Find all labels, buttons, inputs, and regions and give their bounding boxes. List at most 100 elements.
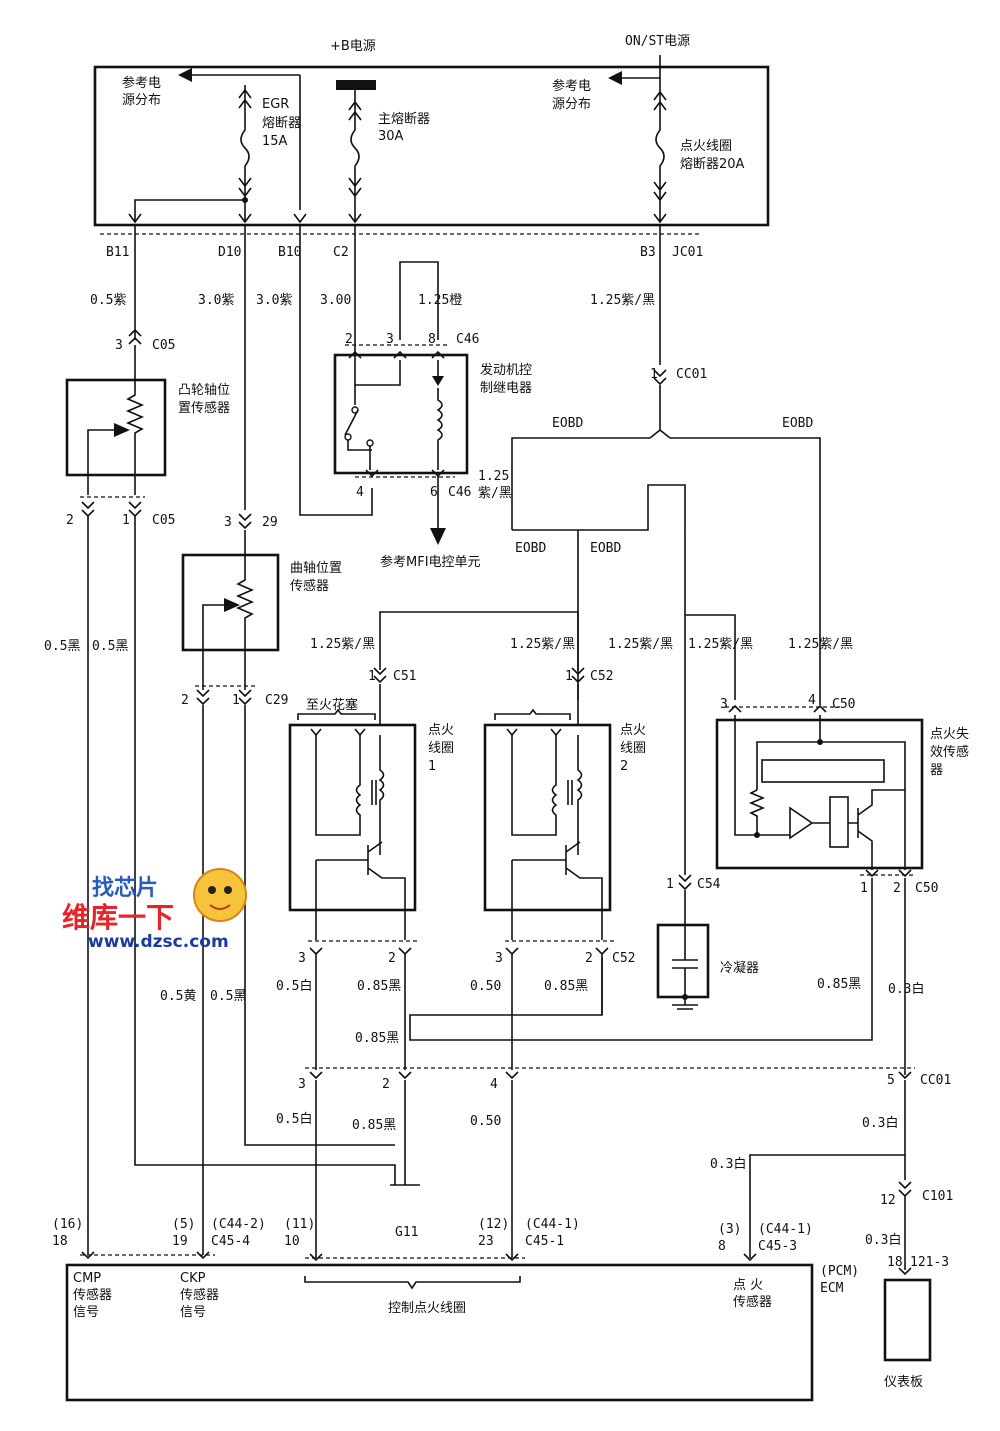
ecm-8: 8 — [718, 1239, 726, 1254]
ref-left-arrowhead — [178, 68, 192, 82]
coil1-l2: 线圈 — [428, 741, 454, 756]
wire-125-pb-c46-1: 1.25 — [478, 469, 509, 484]
c52-bot: C52 — [612, 951, 635, 966]
b-power-label: +B电源 — [330, 39, 376, 54]
wire-125-pb-2: 1.25紫/黑 — [510, 637, 575, 652]
coil1-box — [288, 723, 417, 912]
ecm-name-l1: (PCM) — [820, 1264, 859, 1279]
misfire-l2: 效传感 — [930, 744, 969, 760]
wire-03-white-c: 0.3白 — [710, 1156, 746, 1172]
c51: C51 — [393, 669, 416, 684]
eobd-a: EOBD — [552, 416, 583, 431]
cc01-top: CC01 — [676, 367, 707, 382]
eobd-d: EOBD — [590, 541, 621, 556]
misfire-l3: 器 — [930, 763, 943, 778]
on-st-power-label: ON/ST电源 — [625, 34, 690, 49]
ecm-ign-l2: 传感器 — [733, 1294, 772, 1310]
c46-p3: 3 — [386, 332, 394, 347]
ecm-5: (5) — [172, 1217, 195, 1232]
main-fuse-l1: 主熔断器 — [378, 112, 430, 127]
ecm-control: 控制点火线圈 — [388, 1301, 466, 1316]
egr-fuse — [240, 85, 250, 222]
coil2-l3: 2 — [620, 759, 628, 774]
ecm-ckp-l3: 信号 — [180, 1305, 206, 1320]
ref-power-left-2: 源分布 — [122, 93, 161, 108]
panel-conn: 121-3 — [910, 1255, 949, 1270]
wire-05-black-b: 0.5黑 — [92, 639, 128, 654]
ecm-ign-l1: 点 火 — [733, 1278, 763, 1293]
c46-p2: 2 — [345, 332, 353, 347]
ecm-c45-3: C45-3 — [758, 1239, 797, 1254]
cc01-bot: CC01 — [920, 1073, 951, 1088]
c50-top: C50 — [832, 697, 855, 712]
wire-05-yellow: 0.5黄 — [160, 989, 196, 1004]
c101-pin: 12 — [880, 1193, 896, 1208]
c29-p1: 1 — [232, 693, 240, 708]
wire-05-white-a: 0.5白 — [276, 978, 312, 994]
coil2-p3: 3 — [495, 951, 503, 966]
ecm-3: (3) — [718, 1222, 741, 1237]
ref-power-left-1: 参考电 — [122, 75, 161, 91]
coil2-p2: 2 — [585, 951, 593, 966]
c46-p6: 6 — [430, 485, 438, 500]
c46-p8: 8 — [428, 332, 436, 347]
wire-125-pb-4: 1.25紫/黑 — [688, 637, 753, 652]
relay-l2: 制继电器 — [480, 381, 532, 396]
ecm-c44-1a: (C44-1) — [525, 1217, 580, 1232]
wire-30-purple-a: 3.0紫 — [198, 293, 234, 308]
cmp-sensor-l2: 置传感器 — [178, 400, 230, 416]
c51-pin: 1 — [368, 669, 376, 684]
misfire-l1: 点火失 — [930, 727, 969, 742]
coil1-p2: 2 — [388, 951, 396, 966]
ecm-name-l2: ECM — [820, 1281, 844, 1296]
c101: C101 — [922, 1189, 953, 1204]
ckp-sensor-box — [181, 553, 280, 652]
ref-power-right-2: 源分布 — [552, 97, 591, 112]
ecm-c45-4: C45-4 — [211, 1234, 250, 1249]
cmp-sensor-box — [65, 378, 167, 477]
watermark-mid: 维库一下 — [62, 901, 174, 934]
wire-085-black-c: 0.85黑 — [817, 977, 861, 992]
ecm-16: (16) — [52, 1217, 83, 1232]
wire-03-white-b: 0.3白 — [862, 1115, 898, 1131]
c46-p4: 4 — [356, 485, 364, 500]
ckp-sensor-l1: 曲轴位置 — [290, 561, 342, 576]
watermark-top: 找芯片 — [92, 876, 158, 901]
wire-050-b: 0.50 — [470, 1114, 501, 1129]
wire-03-white-d: 0.3白 — [865, 1232, 901, 1248]
eobd-c: EOBD — [515, 541, 546, 556]
coil2-l1: 点火 — [620, 723, 646, 738]
wire-125-pb-top: 1.25紫/黑 — [590, 293, 655, 308]
coil2-box — [483, 723, 612, 912]
ecm-c44-2: (C44-2) — [211, 1217, 266, 1232]
instrument-panel-label: 仪表板 — [884, 1375, 923, 1390]
ecm-box — [65, 1263, 814, 1402]
main-fuse — [350, 90, 360, 222]
ecm-23: 23 — [478, 1234, 494, 1249]
ecm-cmp-l3: 信号 — [73, 1305, 99, 1320]
wire-300: 3.00 — [320, 293, 351, 308]
c46-bot: C46 — [448, 485, 471, 500]
wire-125-pb-3: 1.25紫/黑 — [608, 637, 673, 652]
pin-b3: B3 — [640, 245, 656, 260]
condenser-box — [656, 923, 710, 999]
wire-05-white-b: 0.5白 — [276, 1111, 312, 1127]
wire-085-black-a: 0.85黑 — [357, 979, 401, 994]
c29-bot: C29 — [265, 693, 288, 708]
ecm-c45-1: C45-1 — [525, 1234, 564, 1249]
instrument-panel-box — [883, 1278, 932, 1362]
wire-085-black-d: 0.85黑 — [352, 1118, 396, 1133]
cc01-p3: 3 — [298, 1077, 306, 1092]
pin-b10: B10 — [278, 245, 301, 260]
wire-05-black-a: 0.5黑 — [44, 639, 80, 654]
ecm-c44-1b: (C44-1) — [758, 1222, 813, 1237]
c05-top-pin: 3 — [115, 338, 123, 353]
c54-pin: 1 — [666, 877, 674, 892]
c05-pin2: 2 — [66, 513, 74, 528]
pin-d10: D10 — [218, 245, 241, 260]
egr-fuse-l3: 15A — [262, 134, 288, 149]
ecm-18: 18 — [52, 1234, 68, 1249]
ecm-ckp-l1: CKP — [180, 1271, 206, 1286]
coil1-p3: 3 — [298, 951, 306, 966]
